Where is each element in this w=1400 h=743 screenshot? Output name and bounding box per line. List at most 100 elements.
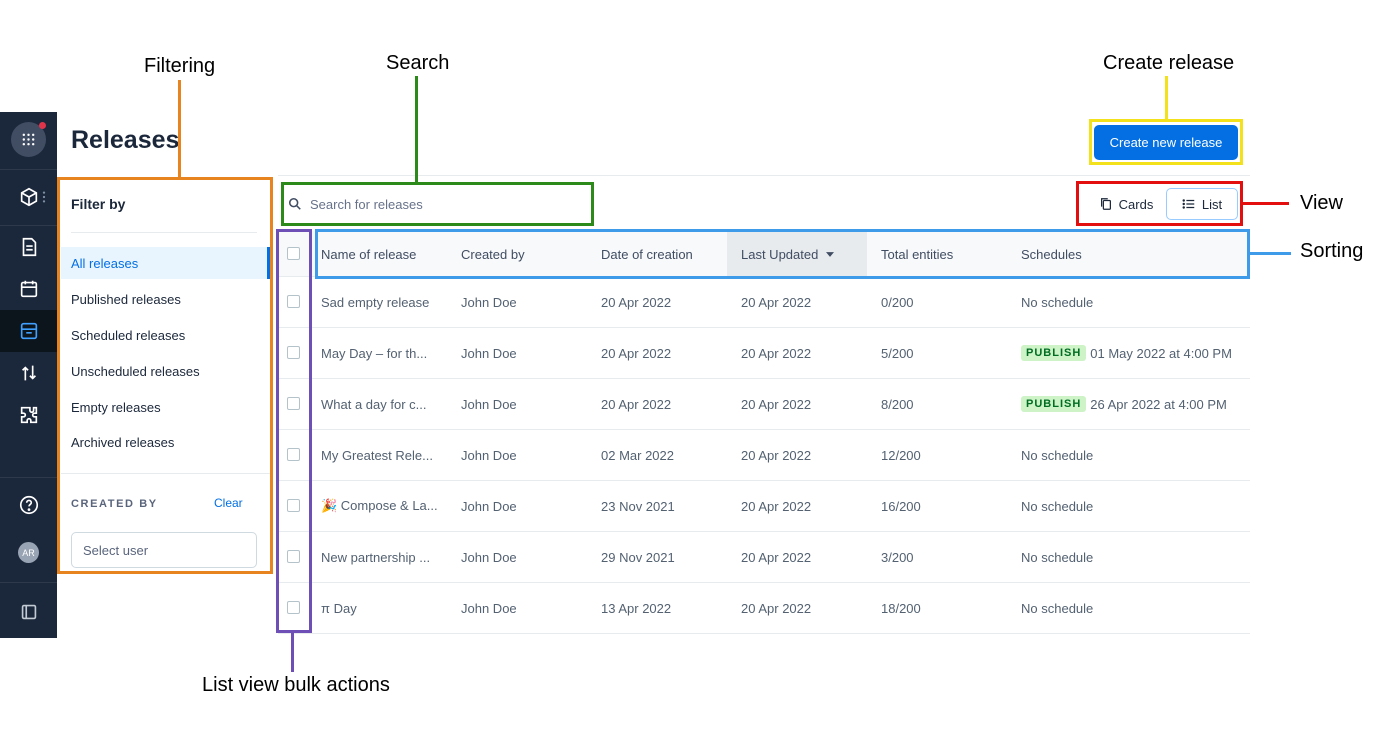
row-checkbox[interactable] [287, 346, 300, 359]
schedule: PUBLISH 01 May 2022 at 4:00 PM [1021, 328, 1232, 378]
table-row[interactable]: What a day for c... John Doe 20 Apr 2022… [278, 379, 1250, 430]
rail-divider [0, 477, 57, 478]
column-date-of-creation[interactable]: Date of creation [601, 246, 693, 262]
content-icon[interactable] [0, 226, 57, 268]
annotation-bulk-actions-frame [276, 229, 312, 633]
created-by-label: CREATED BY [71, 498, 158, 510]
total-entities: 18/200 [881, 600, 921, 616]
release-name[interactable]: Sad empty release [321, 294, 430, 310]
date-of-creation: 13 Apr 2022 [601, 600, 672, 616]
table-row[interactable]: 🎉 Compose & La... John Doe 23 Nov 2021 2… [278, 481, 1250, 532]
table-row[interactable]: New partnership ... John Doe 29 Nov 2021… [278, 532, 1250, 583]
create-new-release-button[interactable]: Create new release [1094, 125, 1238, 160]
created-by: John Doe [461, 294, 517, 310]
release-name[interactable]: My Greatest Rele... [321, 447, 433, 463]
total-entities: 5/200 [881, 345, 914, 361]
status-badge: PUBLISH [1021, 345, 1087, 361]
annotation-sorting-connector [1248, 252, 1291, 255]
annotation-create-release-label: Create release [1103, 52, 1235, 74]
releases-icon[interactable] [0, 310, 57, 352]
column-total-entities[interactable]: Total entities [881, 246, 954, 262]
table-row[interactable]: May Day – for th... John Doe 20 Apr 2022… [278, 328, 1250, 379]
rail-divider [0, 169, 57, 170]
row-checkbox[interactable] [287, 295, 300, 308]
schedule: PUBLISH 26 Apr 2022 at 4:00 PM [1021, 379, 1227, 429]
filter-empty-releases[interactable]: Empty releases [71, 399, 161, 415]
clear-filter-link[interactable]: Clear [214, 496, 243, 510]
table-row[interactable]: My Greatest Rele... John Doe 02 Mar 2022… [278, 430, 1250, 481]
kebab-icon[interactable] [38, 176, 50, 218]
last-updated: 20 Apr 2022 [741, 345, 812, 361]
help-icon[interactable] [0, 484, 57, 526]
annotation-search-label: Search [386, 52, 450, 74]
created-by: John Doe [461, 498, 517, 514]
sidebar-toggle-icon[interactable] [0, 591, 57, 633]
row-checkbox[interactable] [287, 397, 300, 410]
schedule-text: 01 May 2022 at 4:00 PM [1090, 345, 1232, 361]
filter-published-releases[interactable]: Published releases [71, 291, 181, 307]
cards-view-button[interactable]: Cards [1086, 188, 1166, 220]
schedule-text: No schedule [1021, 498, 1094, 514]
last-updated: 20 Apr 2022 [741, 498, 812, 514]
list-view-button[interactable]: List [1166, 188, 1238, 220]
row-checkbox[interactable] [287, 550, 300, 563]
last-updated: 20 Apr 2022 [741, 396, 812, 412]
column-last-updated[interactable]: Last Updated [727, 231, 867, 277]
schedule-text: No schedule [1021, 294, 1094, 310]
schedule: No schedule [1021, 277, 1093, 327]
list-icon [1182, 197, 1196, 211]
avatar[interactable]: AR [18, 542, 39, 563]
schedule: No schedule [1021, 532, 1093, 582]
last-updated: 20 Apr 2022 [741, 447, 812, 463]
list-view-label: List [1201, 196, 1223, 212]
annotation-bulk-actions-connector [291, 632, 294, 672]
cards-view-label: Cards [1118, 196, 1154, 212]
launch-icon[interactable] [0, 352, 57, 394]
annotation-filtering-frame [57, 177, 273, 574]
release-name[interactable]: π Day [321, 600, 357, 616]
filter-unscheduled-releases[interactable]: Unscheduled releases [71, 363, 200, 379]
select-user-input[interactable]: Select user [71, 532, 257, 568]
created-by: John Doe [461, 447, 517, 463]
column-created-by[interactable]: Created by [461, 246, 525, 262]
schedule: No schedule [1021, 430, 1093, 480]
table-row[interactable]: π Day John Doe 13 Apr 2022 20 Apr 2022 1… [278, 583, 1250, 634]
search-input[interactable] [310, 196, 570, 212]
schedule-text: No schedule [1021, 600, 1094, 616]
total-entities: 8/200 [881, 396, 914, 412]
release-name[interactable]: 🎉 Compose & La... [321, 498, 438, 513]
created-by: John Doe [461, 600, 517, 616]
calendar-icon[interactable] [0, 268, 57, 310]
date-of-creation: 23 Nov 2021 [601, 498, 675, 514]
select-all-checkbox[interactable] [287, 247, 300, 260]
column-name[interactable]: Name of release [321, 246, 417, 262]
rail-divider [0, 225, 57, 226]
column-schedules[interactable]: Schedules [1021, 246, 1082, 262]
filter-archived-releases[interactable]: Archived releases [71, 434, 175, 450]
total-entities: 3/200 [881, 549, 914, 565]
filter-all-releases[interactable]: All releases [61, 247, 270, 279]
row-checkbox[interactable] [287, 448, 300, 461]
table-row[interactable]: Sad empty release John Doe 20 Apr 2022 2… [278, 277, 1250, 328]
row-checkbox[interactable] [287, 499, 300, 512]
release-name[interactable]: New partnership ... [321, 549, 431, 565]
content-model-icon[interactable] [0, 176, 57, 218]
copy-icon [1099, 197, 1113, 211]
created-by: John Doe [461, 345, 517, 361]
date-of-creation: 20 Apr 2022 [601, 345, 672, 361]
schedule-text: 26 Apr 2022 at 4:00 PM [1090, 396, 1227, 412]
annotation-filtering-label: Filtering [144, 55, 216, 77]
date-of-creation: 20 Apr 2022 [601, 294, 672, 310]
schedule-text: No schedule [1021, 447, 1094, 463]
row-checkbox[interactable] [287, 601, 300, 614]
divider [71, 232, 257, 233]
total-entities: 16/200 [881, 498, 921, 514]
release-name[interactable]: May Day – for th... [321, 345, 428, 361]
release-name[interactable]: What a day for c... [321, 396, 427, 412]
date-of-creation: 02 Mar 2022 [601, 447, 674, 463]
search-bar [288, 189, 588, 219]
apps-icon[interactable] [0, 394, 57, 436]
filter-scheduled-releases[interactable]: Scheduled releases [71, 327, 186, 343]
created-by: John Doe [461, 396, 517, 412]
annotation-view-frame [1076, 181, 1243, 226]
